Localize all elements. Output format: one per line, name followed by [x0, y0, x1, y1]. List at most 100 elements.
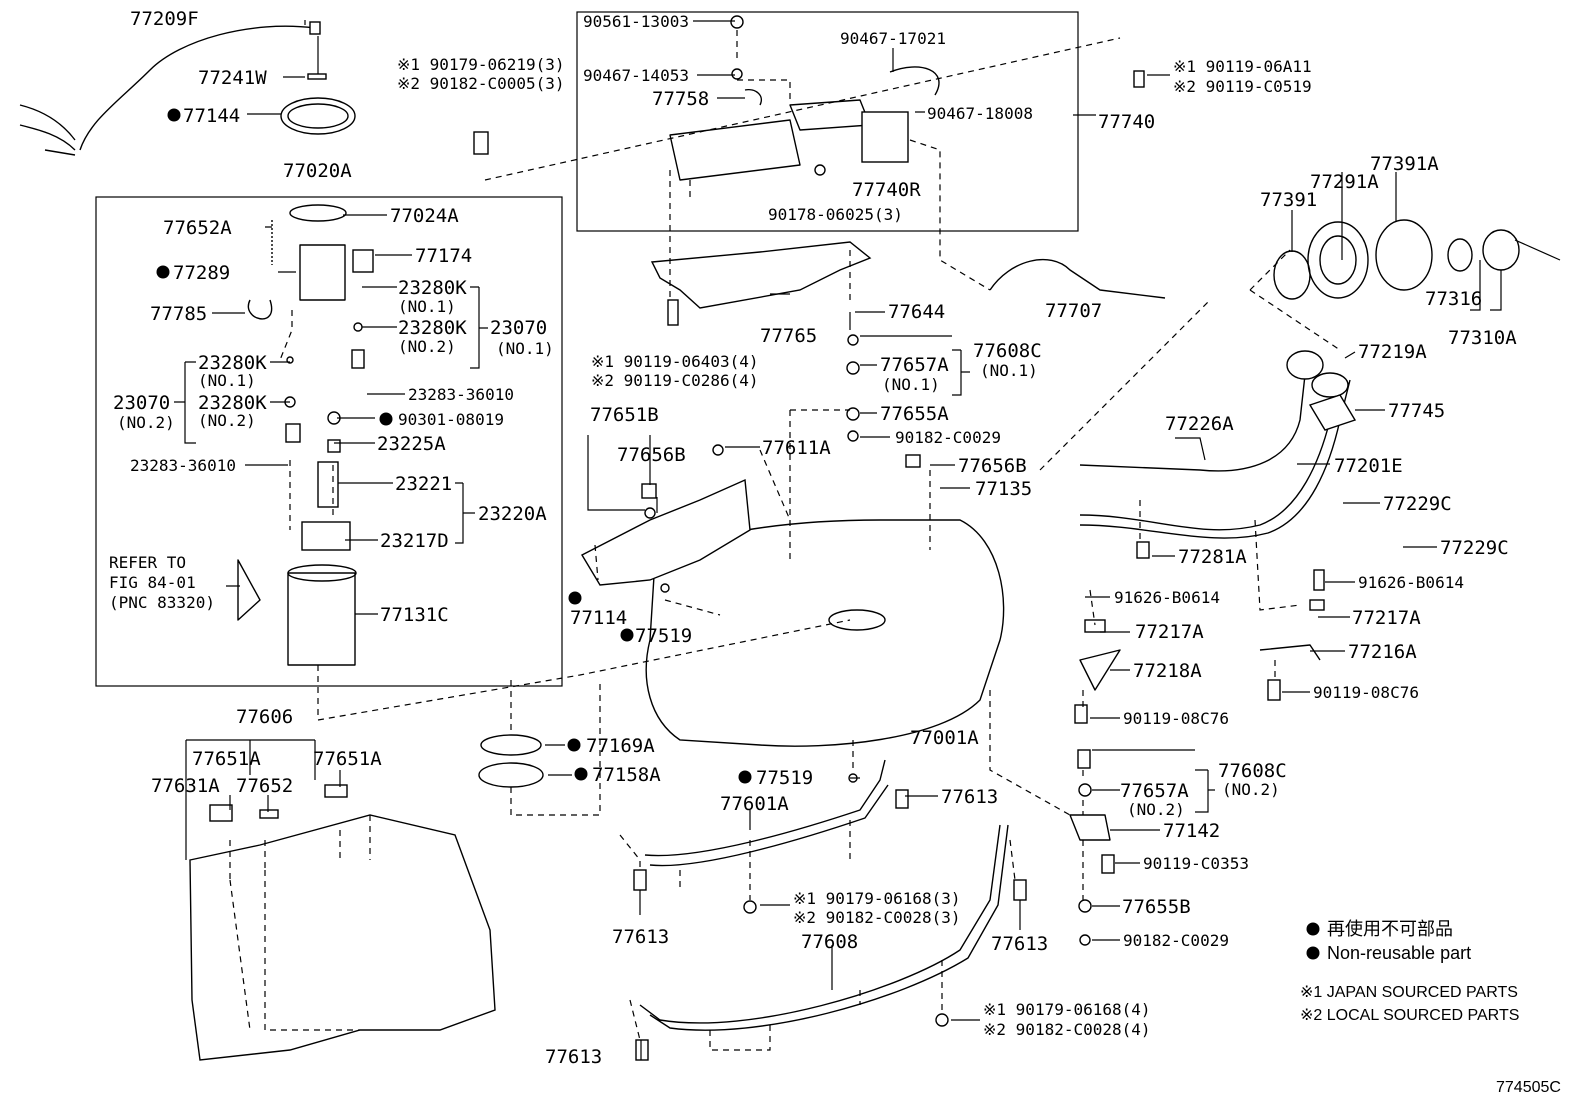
label-77219A[interactable]: 77219A: [1358, 341, 1427, 363]
label-77644[interactable]: 77644: [888, 301, 945, 323]
label-90179-06219[interactable]: ※1 90179-06219(3): [397, 55, 565, 74]
label-77657A-2[interactable]: 77657A: [1120, 780, 1189, 802]
label-90119-C0519[interactable]: ※2 90119-C0519: [1173, 77, 1312, 96]
label-77144[interactable]: 77144: [183, 105, 240, 127]
label-77229C-2[interactable]: 77229C: [1440, 537, 1509, 559]
label-77651B[interactable]: 77651B: [590, 404, 659, 426]
label-90182-C0029-a[interactable]: 90182-C0029: [895, 428, 1001, 447]
label-77024A[interactable]: 77024A: [390, 205, 459, 227]
label-77316[interactable]: 77316: [1425, 288, 1482, 310]
refer-line-2[interactable]: FIG 84-01: [109, 573, 196, 592]
label-77174[interactable]: 77174: [415, 245, 472, 267]
label-77131C[interactable]: 77131C: [380, 604, 449, 626]
label-90119-08C76-a[interactable]: 90119-08C76: [1123, 709, 1229, 728]
label-90178-06025[interactable]: 90178-06025(3): [768, 205, 903, 224]
label-23070-2[interactable]: 23070: [113, 392, 170, 414]
label-77201E[interactable]: 77201E: [1334, 455, 1403, 477]
label-77611A[interactable]: 77611A: [762, 437, 831, 459]
label-90561-13003[interactable]: 90561-13003: [583, 12, 689, 31]
label-no1-c: (NO.1): [198, 371, 256, 390]
label-91626-B0614-a[interactable]: 91626-B0614: [1114, 588, 1220, 607]
label-77740R[interactable]: 77740R: [852, 179, 921, 201]
label-90179-06168-b[interactable]: ※1 90179-06168(4): [983, 1000, 1151, 1019]
label-77655A[interactable]: 77655A: [880, 403, 949, 425]
label-90119-08C76-b[interactable]: 90119-08C76: [1313, 683, 1419, 702]
label-77652A[interactable]: 77652A: [163, 217, 232, 239]
label-77519-b[interactable]: 77519: [756, 767, 813, 789]
label-77229C-1[interactable]: 77229C: [1383, 493, 1452, 515]
label-77707[interactable]: 77707: [1045, 300, 1102, 322]
label-90301-08019[interactable]: 90301-08019: [398, 410, 504, 429]
label-90119-C0286[interactable]: ※2 90119-C0286(4): [591, 371, 759, 390]
label-77217A-a[interactable]: 77217A: [1135, 621, 1204, 643]
label-23217D[interactable]: 23217D: [380, 530, 449, 552]
label-90119-06A11[interactable]: ※1 90119-06A11: [1173, 57, 1312, 76]
label-77217A-b[interactable]: 77217A: [1352, 607, 1421, 629]
label-77608C-1[interactable]: 77608C: [973, 340, 1042, 362]
label-77655B[interactable]: 77655B: [1122, 896, 1191, 918]
label-77765[interactable]: 77765: [760, 325, 817, 347]
label-23280K-4[interactable]: 23280K: [198, 392, 267, 414]
label-77020A[interactable]: 77020A: [283, 160, 352, 182]
label-77209F[interactable]: 77209F: [130, 8, 199, 30]
label-23070-1[interactable]: 23070: [490, 317, 547, 339]
label-77169A[interactable]: 77169A: [586, 735, 655, 757]
label-77158A[interactable]: 77158A: [592, 764, 661, 786]
label-77745[interactable]: 77745: [1388, 400, 1445, 422]
label-77391A[interactable]: 77391A: [1370, 153, 1439, 175]
label-77241W[interactable]: 77241W: [198, 67, 267, 89]
label-77656B-2[interactable]: 77656B: [617, 444, 686, 466]
label-no2-d: (NO.2): [1222, 780, 1280, 799]
label-23280K-1[interactable]: 23280K: [398, 277, 467, 299]
label-23220A[interactable]: 23220A: [478, 503, 547, 525]
label-90467-18008[interactable]: 90467-18008: [927, 104, 1033, 123]
label-23283-36010-b[interactable]: 23283-36010: [130, 456, 236, 475]
label-77613-c[interactable]: 77613: [991, 933, 1048, 955]
label-77289[interactable]: 77289: [173, 262, 230, 284]
label-77216A[interactable]: 77216A: [1348, 641, 1417, 663]
label-77785[interactable]: 77785: [150, 303, 207, 325]
label-90467-17021[interactable]: 90467-17021: [840, 29, 946, 48]
label-91626-B0614-b[interactable]: 91626-B0614: [1358, 573, 1464, 592]
label-23283-36010-a[interactable]: 23283-36010: [408, 385, 514, 404]
fuel-pump-assembly-box: [95, 196, 563, 687]
label-90182-C0005[interactable]: ※2 90182-C0005(3): [397, 74, 565, 93]
label-77608C-2[interactable]: 77608C: [1218, 760, 1287, 782]
label-90467-14053[interactable]: 90467-14053: [583, 66, 689, 85]
label-77651A-2[interactable]: 77651A: [313, 748, 382, 770]
label-77291A[interactable]: 77291A: [1310, 171, 1379, 193]
label-90179-06168-a[interactable]: ※1 90179-06168(3): [793, 889, 961, 908]
label-23225A[interactable]: 23225A: [377, 433, 446, 455]
label-77652[interactable]: 77652: [236, 775, 293, 797]
label-77142[interactable]: 77142: [1163, 820, 1220, 842]
label-90182-C0028-b[interactable]: ※2 90182-C0028(4): [983, 1020, 1151, 1039]
label-77606[interactable]: 77606: [236, 706, 293, 728]
label-23221[interactable]: 23221: [395, 473, 452, 495]
label-23280K-2[interactable]: 23280K: [398, 317, 467, 339]
label-77613-d[interactable]: 77613: [545, 1046, 602, 1068]
label-77631A[interactable]: 77631A: [151, 775, 220, 797]
label-77613-a[interactable]: 77613: [941, 786, 998, 808]
label-77114[interactable]: 77114: [570, 607, 627, 629]
label-77601A[interactable]: 77601A: [720, 793, 789, 815]
label-77218A[interactable]: 77218A: [1133, 660, 1202, 682]
label-90119-C0353[interactable]: 90119-C0353: [1143, 854, 1249, 873]
label-77001A[interactable]: 77001A: [910, 727, 979, 749]
label-77310A[interactable]: 77310A: [1448, 327, 1517, 349]
label-90119-06403[interactable]: ※1 90119-06403(4): [591, 352, 759, 371]
label-77651A-1[interactable]: 77651A: [192, 748, 261, 770]
label-77519-a[interactable]: 77519: [635, 625, 692, 647]
label-90182-C0028-a[interactable]: ※2 90182-C0028(3): [793, 908, 961, 927]
label-77608[interactable]: 77608: [801, 931, 858, 953]
label-23280K-3[interactable]: 23280K: [198, 352, 267, 374]
label-77135[interactable]: 77135: [975, 478, 1032, 500]
label-77613-b[interactable]: 77613: [612, 926, 669, 948]
label-77281A[interactable]: 77281A: [1178, 546, 1247, 568]
label-90182-C0029-b[interactable]: 90182-C0029: [1123, 931, 1229, 950]
label-77656B-1[interactable]: 77656B: [958, 455, 1027, 477]
label-77740[interactable]: 77740: [1098, 111, 1155, 133]
label-77391[interactable]: 77391: [1260, 189, 1317, 211]
label-77226A[interactable]: 77226A: [1165, 413, 1234, 435]
label-77657A-1[interactable]: 77657A: [880, 354, 949, 376]
label-77758[interactable]: 77758: [652, 88, 709, 110]
